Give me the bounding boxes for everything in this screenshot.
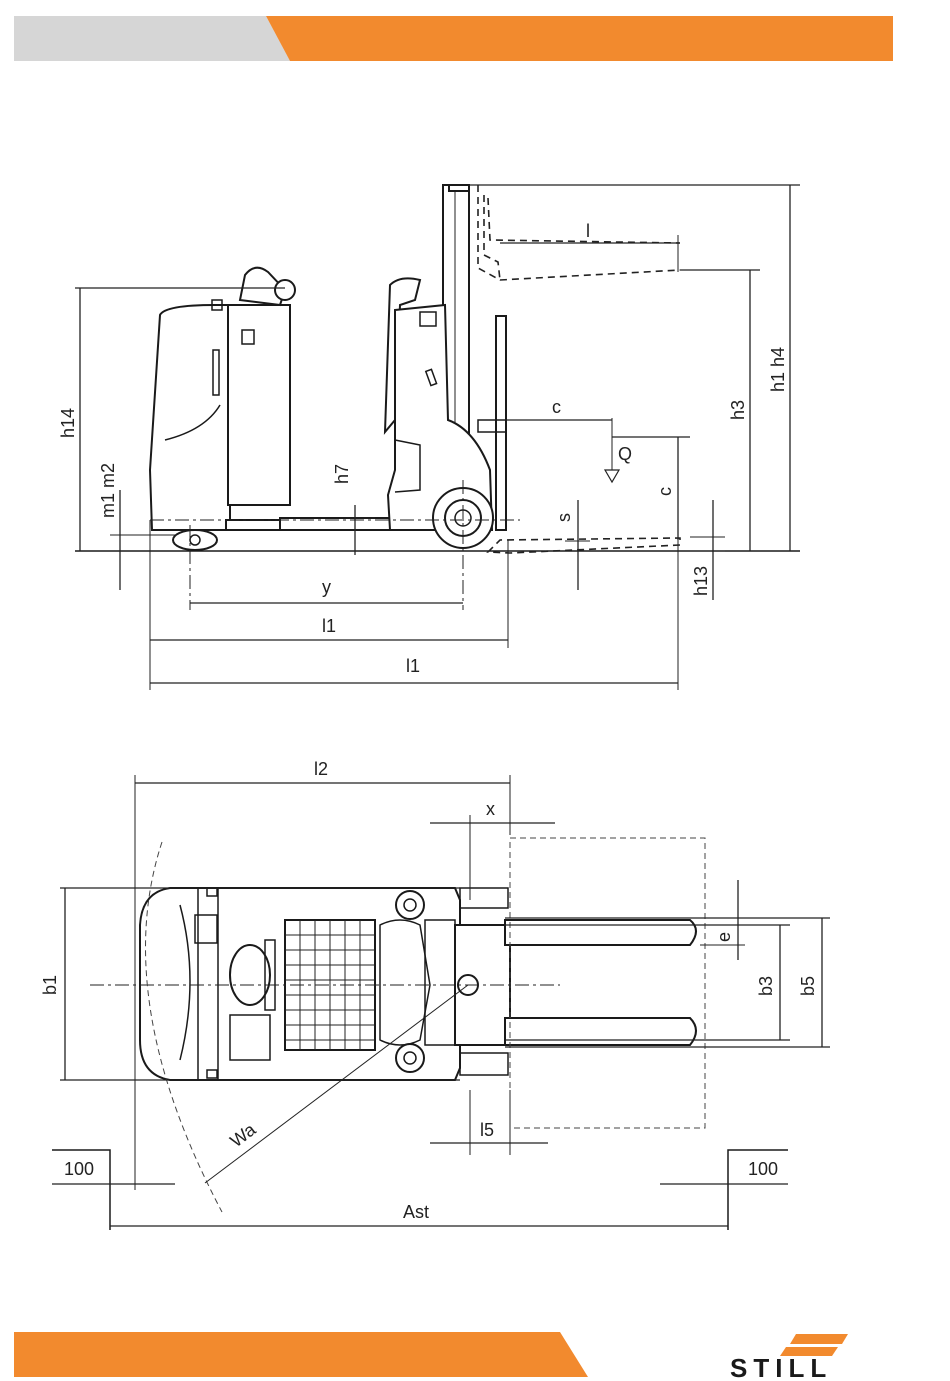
label-h13: h13 — [691, 566, 711, 596]
forks-plan — [505, 920, 696, 1045]
still-logo: STILL — [730, 1334, 848, 1381]
label-b5: b5 — [798, 976, 818, 996]
label-m1-m2: m1 m2 — [98, 463, 118, 518]
label-b3: b3 — [756, 976, 776, 996]
label-left-clearance: 100 — [64, 1159, 94, 1179]
load-center-arrow — [605, 418, 619, 482]
label-l-fork: l — [586, 221, 590, 241]
technical-drawing: l c Q c s h13 h3 h1 h4 h14 m1 m2 h7 y l1… — [0, 0, 950, 1300]
label-x: x — [486, 799, 495, 819]
label-h1-h4: h1 h4 — [768, 347, 788, 392]
label-h3: h3 — [728, 400, 748, 420]
label-l5: l5 — [480, 1120, 494, 1140]
footer-orange-bar — [14, 1332, 588, 1377]
label-l1-lower: l1 — [406, 656, 420, 676]
operator-compartment — [150, 268, 400, 550]
truck-body-plan — [140, 888, 510, 1080]
logo-wordmark: STILL — [730, 1353, 832, 1381]
label-y: y — [322, 577, 331, 597]
label-l1-upper: l1 — [322, 616, 336, 636]
side-view: l c Q c s h13 h3 h1 h4 h14 m1 m2 h7 y l1… — [58, 185, 800, 690]
label-Q: Q — [618, 444, 632, 464]
raised-fork — [478, 185, 680, 280]
label-right-clearance: 100 — [748, 1159, 778, 1179]
label-b1: b1 — [40, 975, 60, 995]
label-s: s — [554, 513, 574, 522]
label-c-side: c — [655, 487, 675, 496]
label-Wa: Wa — [226, 1119, 260, 1151]
top-view: l2 x b1 e b3 b5 Wa l5 100 100 Ast — [40, 759, 830, 1230]
label-l2: l2 — [314, 759, 328, 779]
label-c-top: c — [552, 397, 561, 417]
footer-band: STILL — [0, 1311, 950, 1381]
pallet-outline — [510, 838, 705, 1128]
logo-flag-top — [790, 1334, 848, 1344]
label-Ast: Ast — [403, 1202, 429, 1222]
front-chassis — [385, 278, 506, 548]
label-h7: h7 — [332, 464, 352, 484]
label-h14: h14 — [58, 408, 78, 438]
label-e: e — [714, 932, 734, 942]
